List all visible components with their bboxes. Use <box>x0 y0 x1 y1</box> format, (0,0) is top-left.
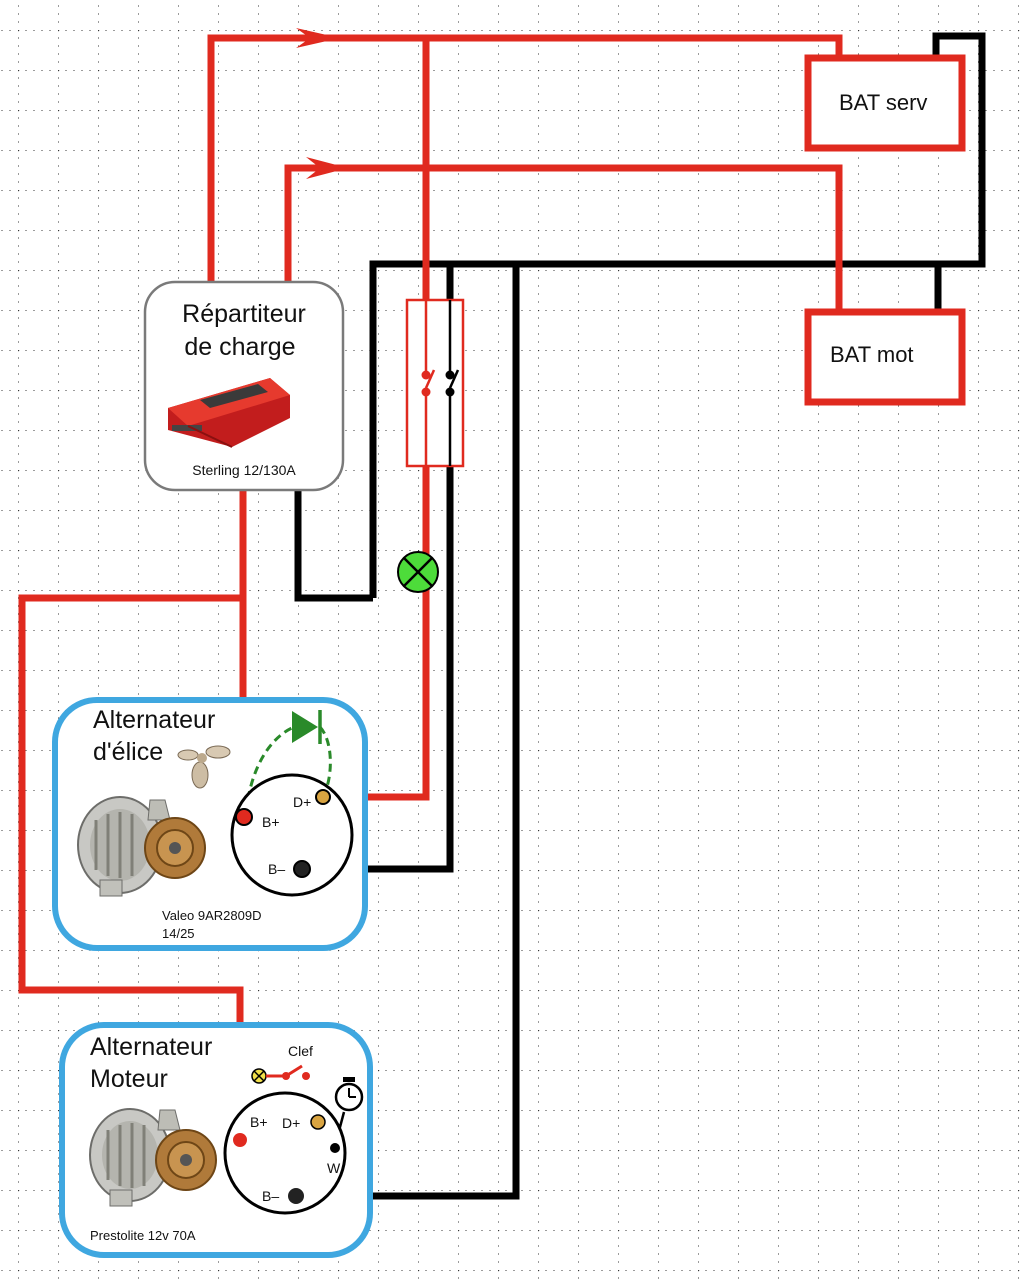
engine-alt-title-line2: Moteur <box>90 1065 168 1093</box>
engine-alt-b-minus-terminal <box>288 1188 304 1204</box>
alternator-icon <box>89 1108 217 1207</box>
prop-alt-model-line2: 14/25 <box>162 926 195 941</box>
prop-alternator: Alternateur d'élice <box>52 697 368 951</box>
diode-icon <box>292 710 322 744</box>
engine-alt-d-plus-terminal <box>310 1114 326 1130</box>
battery-service: BAT serv <box>804 54 966 152</box>
neg-wire-splitter-ground <box>294 490 373 602</box>
prop-alt-title-line1: Alternateur <box>93 706 215 734</box>
engine-alt-model: Prestolite 12v 70A <box>90 1228 196 1243</box>
engine-alt-b-plus-terminal <box>233 1133 247 1147</box>
battery-engine: BAT mot <box>804 308 966 406</box>
engine-alt-terminal-housing <box>223 1091 347 1215</box>
prop-alt-b-plus-terminal <box>235 808 253 826</box>
propeller-icon <box>177 745 231 789</box>
splitter-model: Sterling 12/130A <box>192 462 296 478</box>
battery-engine-label: BAT mot <box>830 342 914 367</box>
engine-alt-b-plus-label: B+ <box>250 1114 268 1130</box>
pos-wire-to-bat-mot <box>284 164 843 310</box>
engine-alt-b-minus-label: B– <box>262 1188 279 1204</box>
neg-wire-main-bus <box>369 32 986 598</box>
warning-lamp-icon <box>397 551 439 593</box>
battery-service-label: BAT serv <box>839 90 927 115</box>
prop-alt-b-minus-terminal <box>293 860 311 878</box>
splitter-title-line2: de charge <box>184 333 295 361</box>
prop-alt-d-plus-terminal <box>315 789 331 805</box>
warning-lamp-icon <box>251 1068 267 1084</box>
splitter-title-line1: Répartiteur <box>182 300 306 328</box>
prop-alt-b-minus-label: B– <box>268 861 285 877</box>
alternator-icon <box>77 796 206 897</box>
key-switch-icon <box>266 1064 310 1080</box>
engine-alt-title-line1: Alternateur <box>90 1033 212 1061</box>
engine-alternator: Alternateur Moteur Clef <box>59 1022 373 1258</box>
pos-wire-to-bat-serv <box>207 34 843 282</box>
prop-alt-title-line2: d'élice <box>93 738 163 766</box>
prop-alt-model-line1: Valeo 9AR2809D <box>162 908 262 923</box>
prop-alt-d-plus-label: D+ <box>293 794 311 810</box>
key-label: Clef <box>288 1043 313 1059</box>
arrow-icon <box>296 28 340 48</box>
prop-alt-terminal-housing <box>230 773 354 897</box>
engine-alt-w-terminal <box>330 1143 340 1153</box>
arrow-icon <box>306 157 348 179</box>
engine-alt-d-plus-label: D+ <box>282 1115 300 1131</box>
prop-alt-b-plus-label: B+ <box>262 814 280 830</box>
charge-splitter-icon <box>168 378 290 448</box>
fuse-switch-icon <box>405 298 465 468</box>
engine-alt-w-label: W <box>327 1160 341 1176</box>
charge-splitter: Répartiteur de charge Sterling 12/130A <box>143 280 345 492</box>
